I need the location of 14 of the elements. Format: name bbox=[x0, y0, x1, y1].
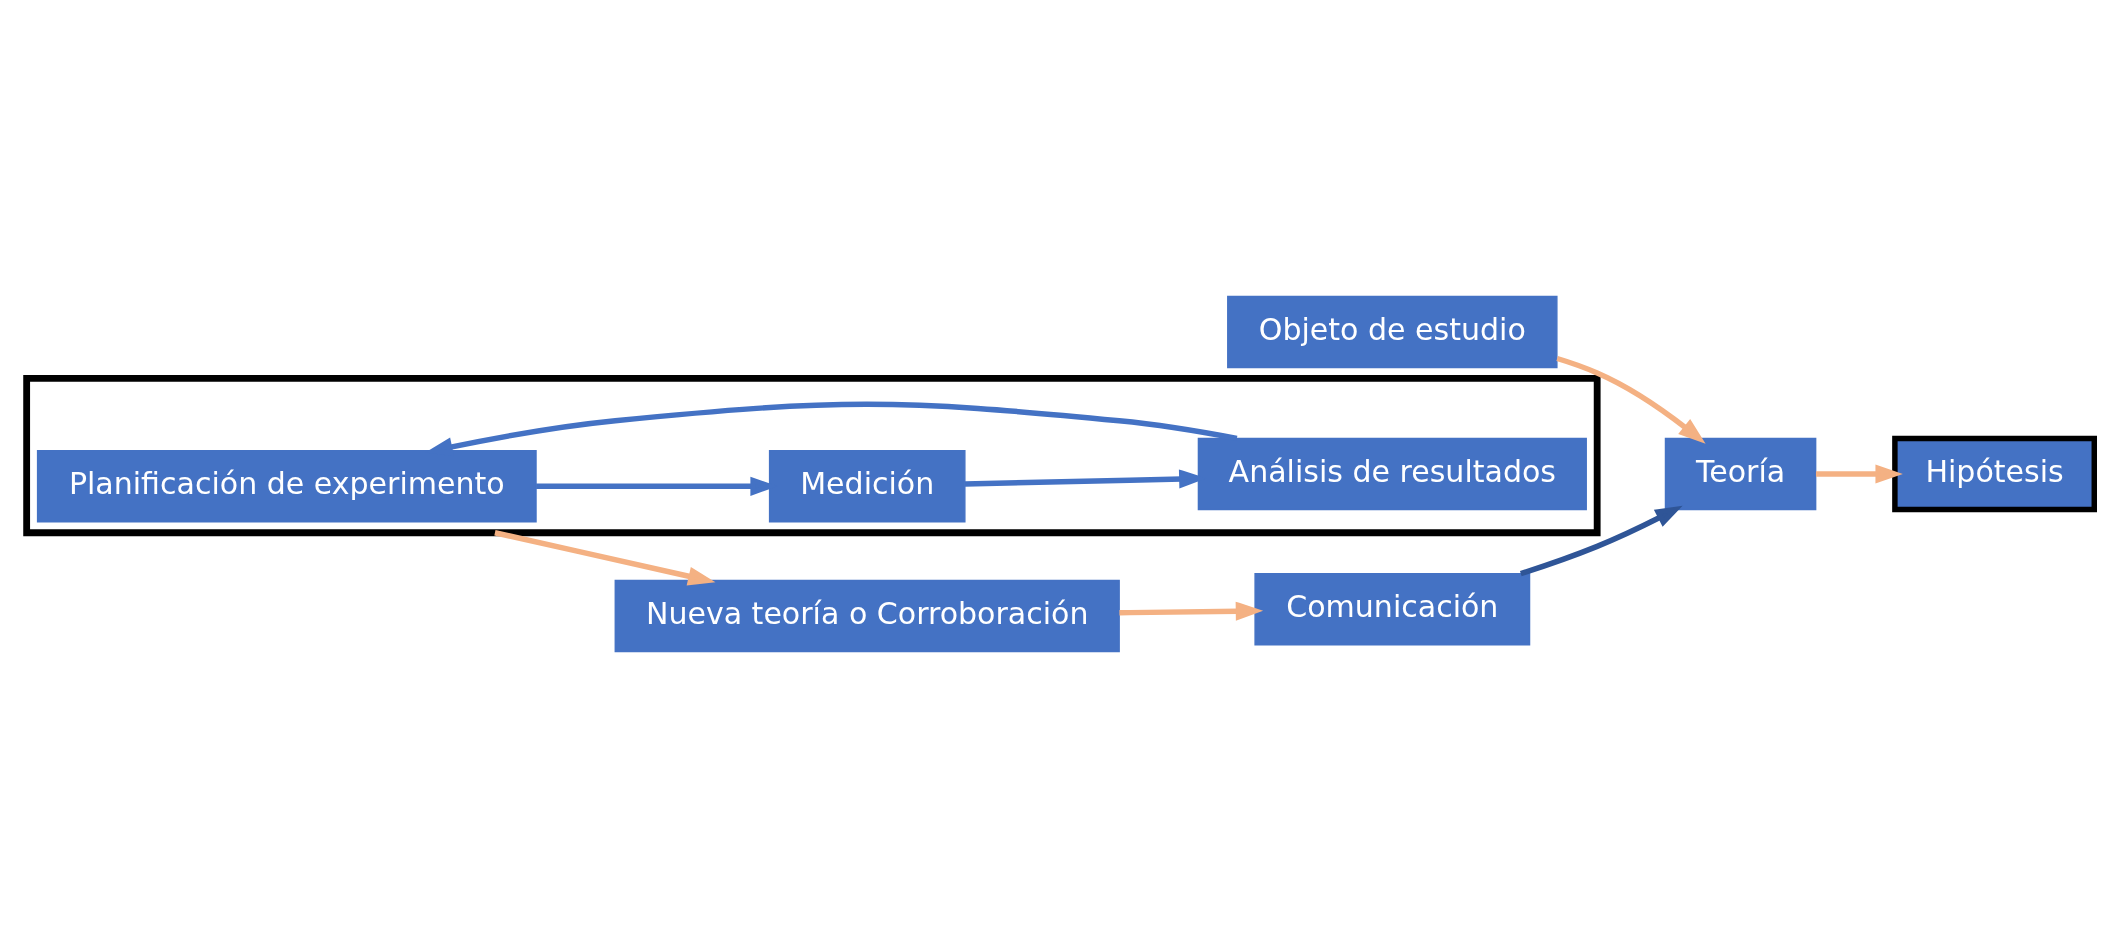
node-box: Comunicación bbox=[1254, 573, 1531, 646]
arrow bbox=[1119, 601, 1264, 621]
node-box: Objeto de estudio bbox=[1227, 295, 1558, 369]
node-box: Medición bbox=[768, 450, 966, 523]
arrow bbox=[1556, 355, 1706, 444]
cluster bbox=[23, 375, 1601, 537]
node-box: Nueva teoría o Corroboración bbox=[614, 579, 1120, 653]
node-box: Hipótesis bbox=[1892, 435, 2097, 513]
node-box: Planificación de experimento bbox=[36, 450, 537, 523]
node-box: Análisis de resultados bbox=[1197, 437, 1587, 511]
node-box: Teoría bbox=[1664, 437, 1817, 511]
arrow bbox=[1815, 464, 1903, 484]
arrow bbox=[494, 530, 716, 586]
arrow bbox=[1519, 505, 1683, 577]
